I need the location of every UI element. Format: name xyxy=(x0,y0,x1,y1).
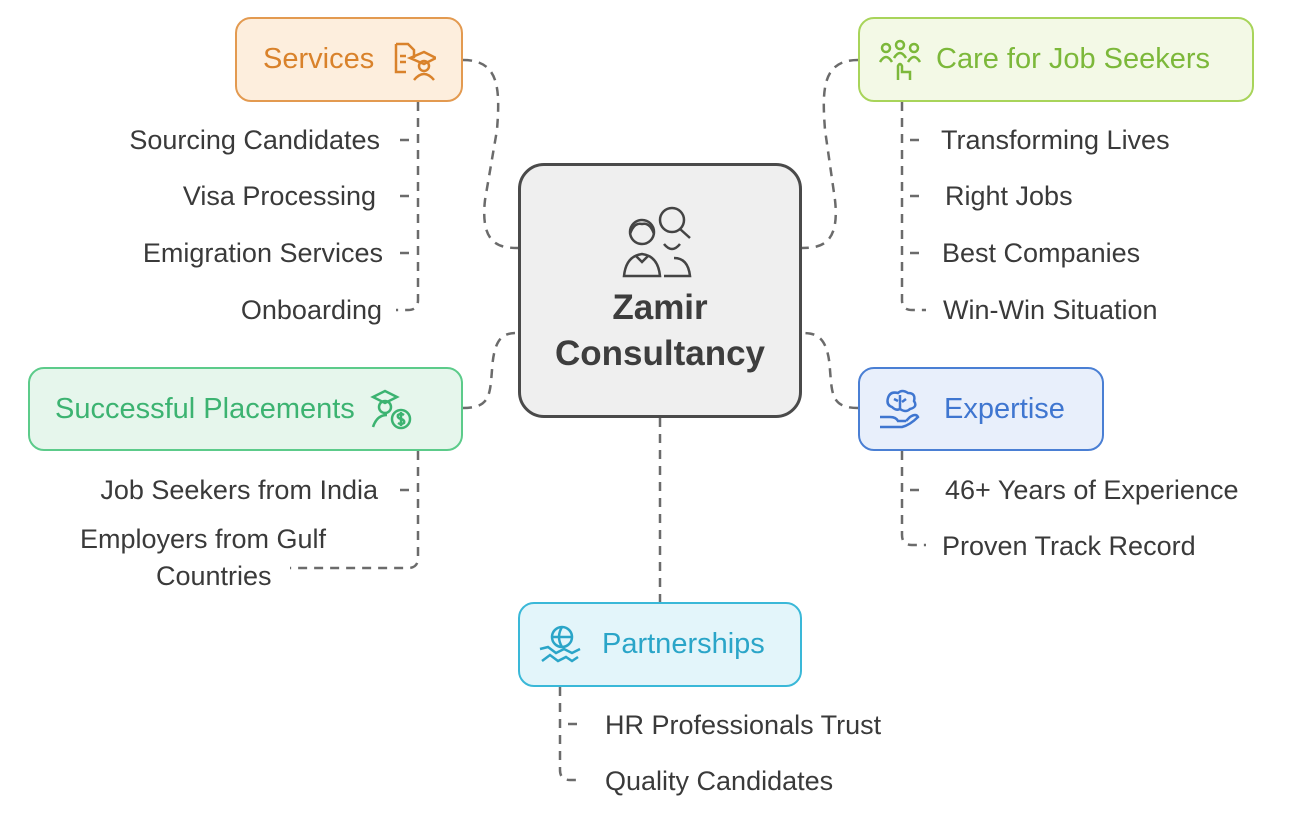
expertise-item: Proven Track Record xyxy=(942,531,1196,561)
node-expertise: Expertise xyxy=(858,367,1104,451)
graduate-dollar-icon xyxy=(369,387,413,431)
services-item: Sourcing Candidates xyxy=(129,125,380,155)
people-hand-icon xyxy=(878,38,922,82)
node-partnerships: Partnerships xyxy=(518,602,802,687)
partnerships-item: Quality Candidates xyxy=(605,766,834,796)
central-node: Zamir Consultancy xyxy=(518,163,802,418)
care-item: Right Jobs xyxy=(945,181,1073,211)
node-placements-label: Successful Placements xyxy=(55,392,355,425)
placements-item: Job Seekers from India xyxy=(100,475,378,505)
partnerships-item: HR Professionals Trust xyxy=(605,710,882,740)
brain-hand-icon xyxy=(878,387,922,431)
node-successful-placements: Successful Placements xyxy=(28,367,463,451)
services-item: Visa Processing xyxy=(182,181,376,211)
expertise-item: 46+ Years of Experience xyxy=(945,475,1239,505)
node-services-label: Services xyxy=(263,43,375,75)
placements-item: Countries xyxy=(156,561,272,591)
document-graduate-icon xyxy=(392,38,437,82)
connector-care xyxy=(801,58,859,250)
central-title-line2: Consultancy xyxy=(554,334,766,373)
placements-item: Employers from Gulf xyxy=(80,524,327,554)
central-title-line1: Zamir xyxy=(612,288,708,327)
connector-services xyxy=(462,58,519,250)
node-care-for-job-seekers: Care for Job Seekers xyxy=(858,17,1254,102)
people-search-icon xyxy=(620,204,700,285)
care-item: Best Companies xyxy=(942,238,1141,268)
care-item: Transforming Lives xyxy=(941,125,1170,155)
node-care-label: Care for Job Seekers xyxy=(936,43,1211,75)
connector-placements xyxy=(462,331,519,410)
handshake-globe-icon xyxy=(538,623,582,667)
node-expertise-label: Expertise xyxy=(944,392,1065,425)
services-item: Emigration Services xyxy=(142,238,383,268)
services-item: Onboarding xyxy=(240,295,382,325)
care-item: Win-Win Situation xyxy=(943,295,1158,325)
node-services: Services xyxy=(235,17,463,102)
connector-expertise xyxy=(801,331,859,410)
node-partnerships-label: Partnerships xyxy=(602,628,765,660)
